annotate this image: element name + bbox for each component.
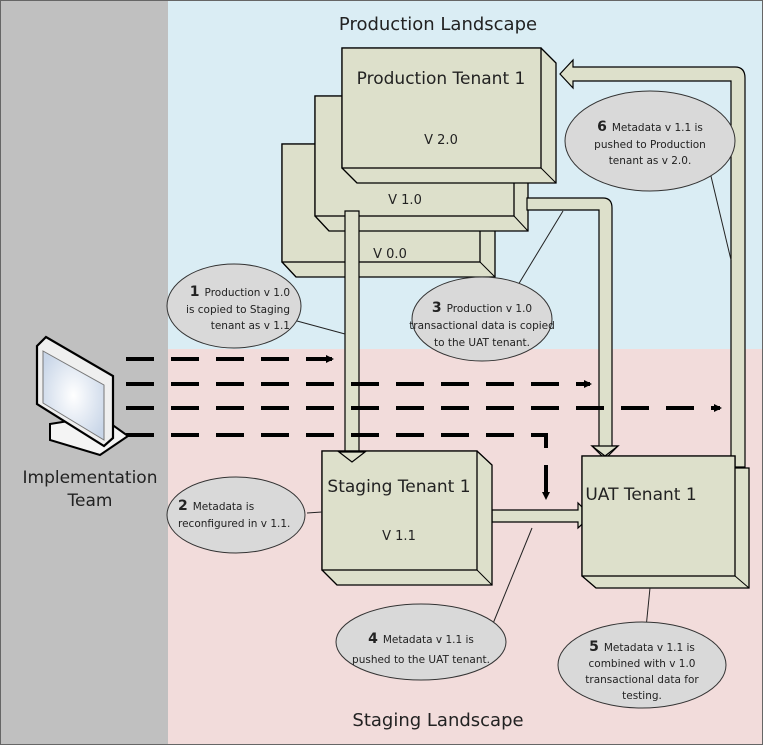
team-action-arrows [126,355,722,500]
callout-connectors [296,171,732,629]
production-tenant-v2[interactable]: Production Tenant 1 V 2.0 [341,47,557,184]
dashed-arrow-to-uat-push [126,433,550,500]
svg-text:testing.: testing. [622,690,662,702]
uat-tenant[interactable]: UAT Tenant 1 [581,455,750,589]
staging-landscape-title: Staging Landscape [352,710,523,731]
svg-text:reconfigured in v 1.1.: reconfigured in v 1.1. [178,518,290,530]
production-tenant-name: Production Tenant 1 [357,69,526,89]
svg-text:tenant as v 1.1: tenant as v 1.1 [211,320,290,332]
production-landscape-title: Production Landscape [339,14,537,35]
svg-text:to the UAT tenant.: to the UAT tenant. [434,337,530,349]
staging-tenant-name: Staging Tenant 1 [327,477,470,497]
staging-tenant[interactable]: Staging Tenant 1 V 1.1 [321,450,493,586]
production-version-v1: V 1.0 [388,193,422,208]
svg-text:is copied to Staging: is copied to Staging [186,304,290,316]
computer-monitor-icon[interactable] [35,335,130,457]
push-to-production-arrow [559,58,746,468]
production-version-v0: V 0.0 [373,247,407,262]
team-label-line2: Team [67,491,113,511]
svg-text:tenant as v 2.0.: tenant as v 2.0. [609,155,692,167]
svg-text:pushed to the UAT tenant.: pushed to the UAT tenant. [352,654,490,666]
svg-text:transactional data for: transactional data for [585,674,699,686]
svg-text:pushed to Production: pushed to Production [594,139,706,151]
staging-tenant-version: V 1.1 [382,529,416,544]
uat-tenant-name: UAT Tenant 1 [585,485,696,505]
svg-text:transactional data is copied: transactional data is copied [409,320,555,332]
svg-text:combined with v 1.0: combined with v 1.0 [589,658,696,670]
team-label-line1: Implementation [23,468,158,488]
production-version-v2: V 2.0 [424,133,458,148]
